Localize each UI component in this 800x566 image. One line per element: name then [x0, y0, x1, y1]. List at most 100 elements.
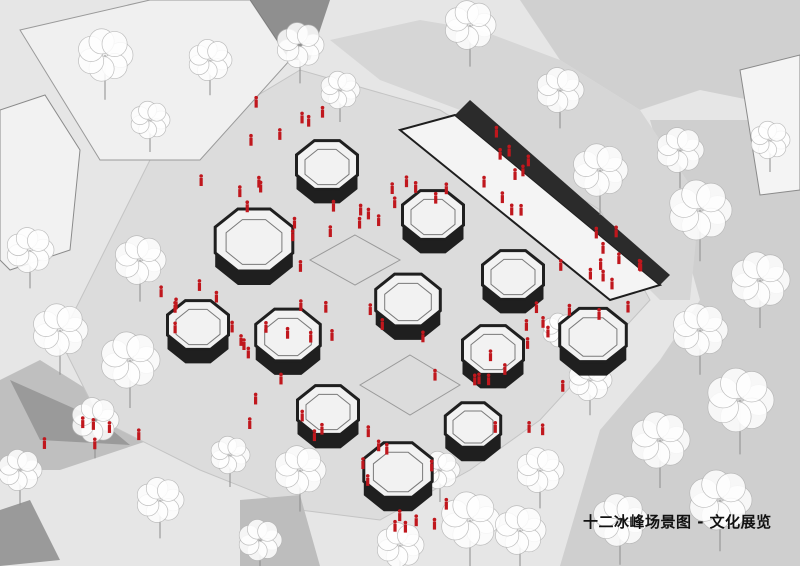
hillside-bottom-corner	[0, 500, 60, 566]
person-figure-icon	[174, 297, 178, 310]
person-figure-icon	[598, 258, 603, 270]
person-figure-icon	[376, 214, 381, 227]
tree-icon	[78, 28, 134, 100]
person-figure-icon	[509, 203, 514, 216]
person-figure-icon	[92, 437, 97, 450]
tree-icon	[495, 505, 547, 566]
person-figure-icon	[254, 95, 258, 108]
person-figure-icon	[376, 439, 381, 452]
person-figure-icon	[444, 497, 449, 510]
person-figure-icon	[238, 185, 242, 198]
person-figure-icon	[433, 368, 437, 381]
person-figure-icon	[136, 428, 141, 441]
tree-icon	[750, 120, 791, 172]
person-figure-icon	[488, 349, 493, 362]
person-figure-icon	[292, 216, 297, 229]
person-figure-icon	[258, 180, 263, 193]
person-figure-icon	[614, 225, 618, 238]
person-figure-icon	[558, 259, 563, 271]
person-figure-icon	[540, 423, 545, 436]
tree-icon	[516, 447, 565, 509]
person-figure-icon	[368, 303, 373, 316]
tree-icon	[6, 227, 55, 289]
tree-icon	[441, 491, 501, 566]
tree-icon	[136, 477, 185, 539]
tree-icon	[536, 67, 585, 129]
person-figure-icon	[380, 318, 385, 330]
person-figure-icon	[524, 318, 529, 331]
person-figure-icon	[567, 303, 572, 316]
person-figure-icon	[197, 279, 202, 291]
tree-icon	[101, 331, 161, 408]
person-figure-icon	[107, 421, 112, 433]
person-figure-icon	[413, 181, 418, 193]
person-figure-icon	[366, 425, 371, 438]
octagonal-pavilion-icon	[558, 306, 628, 376]
person-figure-icon	[390, 182, 395, 195]
octagonal-pavilion-icon	[461, 324, 525, 389]
person-figure-icon	[403, 520, 408, 533]
octagonal-pavilion-icon	[443, 401, 503, 462]
person-figure-icon	[246, 346, 251, 359]
person-figure-icon	[320, 422, 324, 435]
person-figure-icon	[494, 125, 499, 138]
person-figure-icon	[414, 514, 419, 527]
person-figure-icon	[361, 457, 365, 470]
plaza-diamond-lower	[359, 354, 461, 416]
person-figure-icon	[308, 330, 313, 343]
person-figure-icon	[432, 517, 437, 530]
person-figure-icon	[290, 229, 295, 242]
person-figure-icon	[306, 114, 311, 127]
octagonal-pavilion-icon	[374, 272, 442, 340]
person-figure-icon	[239, 334, 243, 346]
tree-icon	[669, 179, 733, 262]
person-figure-icon	[521, 164, 525, 177]
person-figure-icon	[253, 392, 258, 405]
person-figure-icon	[482, 175, 486, 188]
person-figure-icon	[264, 320, 268, 333]
tree-icon	[445, 0, 497, 67]
person-figure-icon	[330, 329, 334, 341]
person-figure-icon	[500, 191, 505, 204]
person-figure-icon	[199, 174, 203, 187]
person-figure-icon	[507, 144, 511, 157]
person-figure-icon	[397, 509, 402, 522]
person-figure-icon	[366, 207, 371, 220]
tree-icon	[238, 519, 283, 566]
person-figure-icon	[493, 421, 498, 433]
person-figure-icon	[404, 175, 409, 188]
tree-icon	[130, 100, 171, 152]
person-figure-icon	[472, 373, 477, 386]
person-figure-icon	[320, 105, 325, 118]
person-figure-icon	[534, 301, 539, 314]
person-figure-icon	[421, 330, 425, 343]
tree-icon	[33, 303, 89, 375]
tree-icon	[320, 70, 361, 122]
person-figure-icon	[392, 196, 397, 209]
person-figure-icon	[626, 300, 630, 313]
person-figure-icon	[257, 175, 261, 188]
octagonal-pavilion-icon	[401, 189, 465, 254]
person-figure-icon	[519, 203, 523, 216]
tree-icon	[0, 449, 43, 506]
person-figure-icon	[247, 417, 252, 429]
plaza-diamond-upper	[308, 234, 402, 286]
tree-icon	[188, 39, 233, 96]
person-figure-icon	[527, 421, 531, 433]
person-figure-icon	[638, 259, 643, 272]
person-figure-icon	[486, 373, 491, 386]
person-figure-icon	[159, 285, 163, 298]
person-figure-icon	[601, 269, 605, 282]
person-figure-icon	[588, 267, 593, 280]
person-figure-icon	[365, 474, 370, 486]
person-figure-icon	[503, 363, 507, 375]
tree-icon	[731, 251, 791, 328]
scene-caption: 十二冰峰场景图 - 文化展览	[583, 513, 772, 531]
person-figure-icon	[617, 252, 621, 265]
tree-icon	[210, 435, 251, 487]
octagonal-pavilion-icon	[295, 139, 359, 204]
person-figure-icon	[91, 418, 96, 430]
person-figure-icon	[525, 337, 530, 349]
